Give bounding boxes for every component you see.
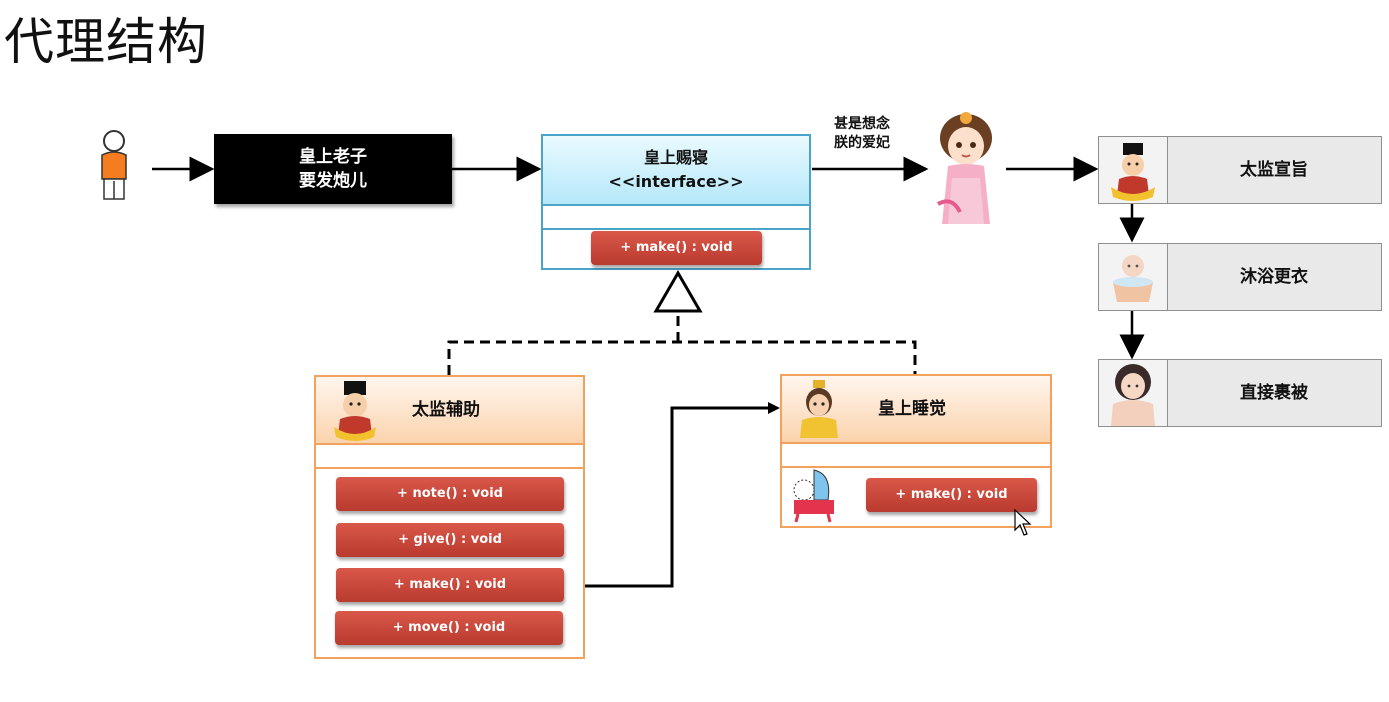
step-announce-label: 太监宣旨 [1240, 160, 1308, 180]
eunuch-avatar-icon [334, 381, 376, 441]
proxy-class-attributes [316, 445, 583, 469]
eunuch-announce-icon [1111, 143, 1155, 201]
bath-icon [1113, 255, 1153, 302]
move-cursor-icon [1014, 508, 1032, 536]
realization-line [447, 312, 917, 375]
delegation-line [565, 406, 776, 588]
proxy-class-header: 太监辅助 [316, 377, 583, 445]
note-line2: 朕的爱妃 [834, 135, 890, 151]
delegation-arrowhead [768, 402, 780, 414]
step-announce-picture [1099, 137, 1168, 203]
interface-make-method[interactable]: + make() : void [591, 231, 762, 265]
step-wrap: 直接裹被 [1098, 359, 1382, 427]
client-box: 皇上老子 要发炮儿 [214, 134, 452, 204]
sleeping-couple-icon [793, 469, 834, 523]
emperor-avatar-icon [800, 380, 838, 438]
person-icon [101, 130, 127, 200]
interface-header: 皇上赐寝 <<interface>> [543, 136, 809, 206]
page-title: 代理结构 [4, 13, 208, 71]
real-class-attributes [782, 444, 1050, 468]
consort-note: 甚是想念 朕的爱妃 [834, 115, 890, 153]
wrapped-consort-icon [1111, 364, 1155, 426]
interface-attributes [543, 206, 809, 230]
interface-stereotype: <<interface>> [608, 172, 744, 191]
step-bathe-label: 沐浴更衣 [1240, 267, 1308, 287]
client-box-line1: 皇上老子 [299, 147, 367, 167]
real-class-header: 皇上睡觉 [782, 376, 1050, 444]
consort-avatar-icon [937, 112, 992, 224]
real-class-name: 皇上睡觉 [878, 399, 946, 419]
realization-triangle [653, 270, 703, 313]
interface-name: 皇上赐寝 [643, 148, 708, 167]
proxy-note-method[interactable]: + note() : void [336, 477, 564, 511]
proxy-give-method[interactable]: + give() : void [336, 523, 564, 557]
client-box-line2: 要发炮儿 [299, 171, 367, 191]
step-wrap-label: 直接裹被 [1240, 383, 1308, 403]
step-wrap-picture [1099, 360, 1168, 426]
proxy-make-method[interactable]: + make() : void [336, 568, 564, 602]
proxy-class-name: 太监辅助 [412, 400, 480, 420]
step-bathe: 沐浴更衣 [1098, 243, 1382, 311]
proxy-move-method[interactable]: + move() : void [335, 611, 563, 645]
step-announce: 太监宣旨 [1098, 136, 1382, 204]
real-make-method[interactable]: + make() : void [866, 478, 1037, 512]
note-line1: 甚是想念 [834, 116, 890, 132]
step-bathe-picture [1099, 244, 1168, 310]
